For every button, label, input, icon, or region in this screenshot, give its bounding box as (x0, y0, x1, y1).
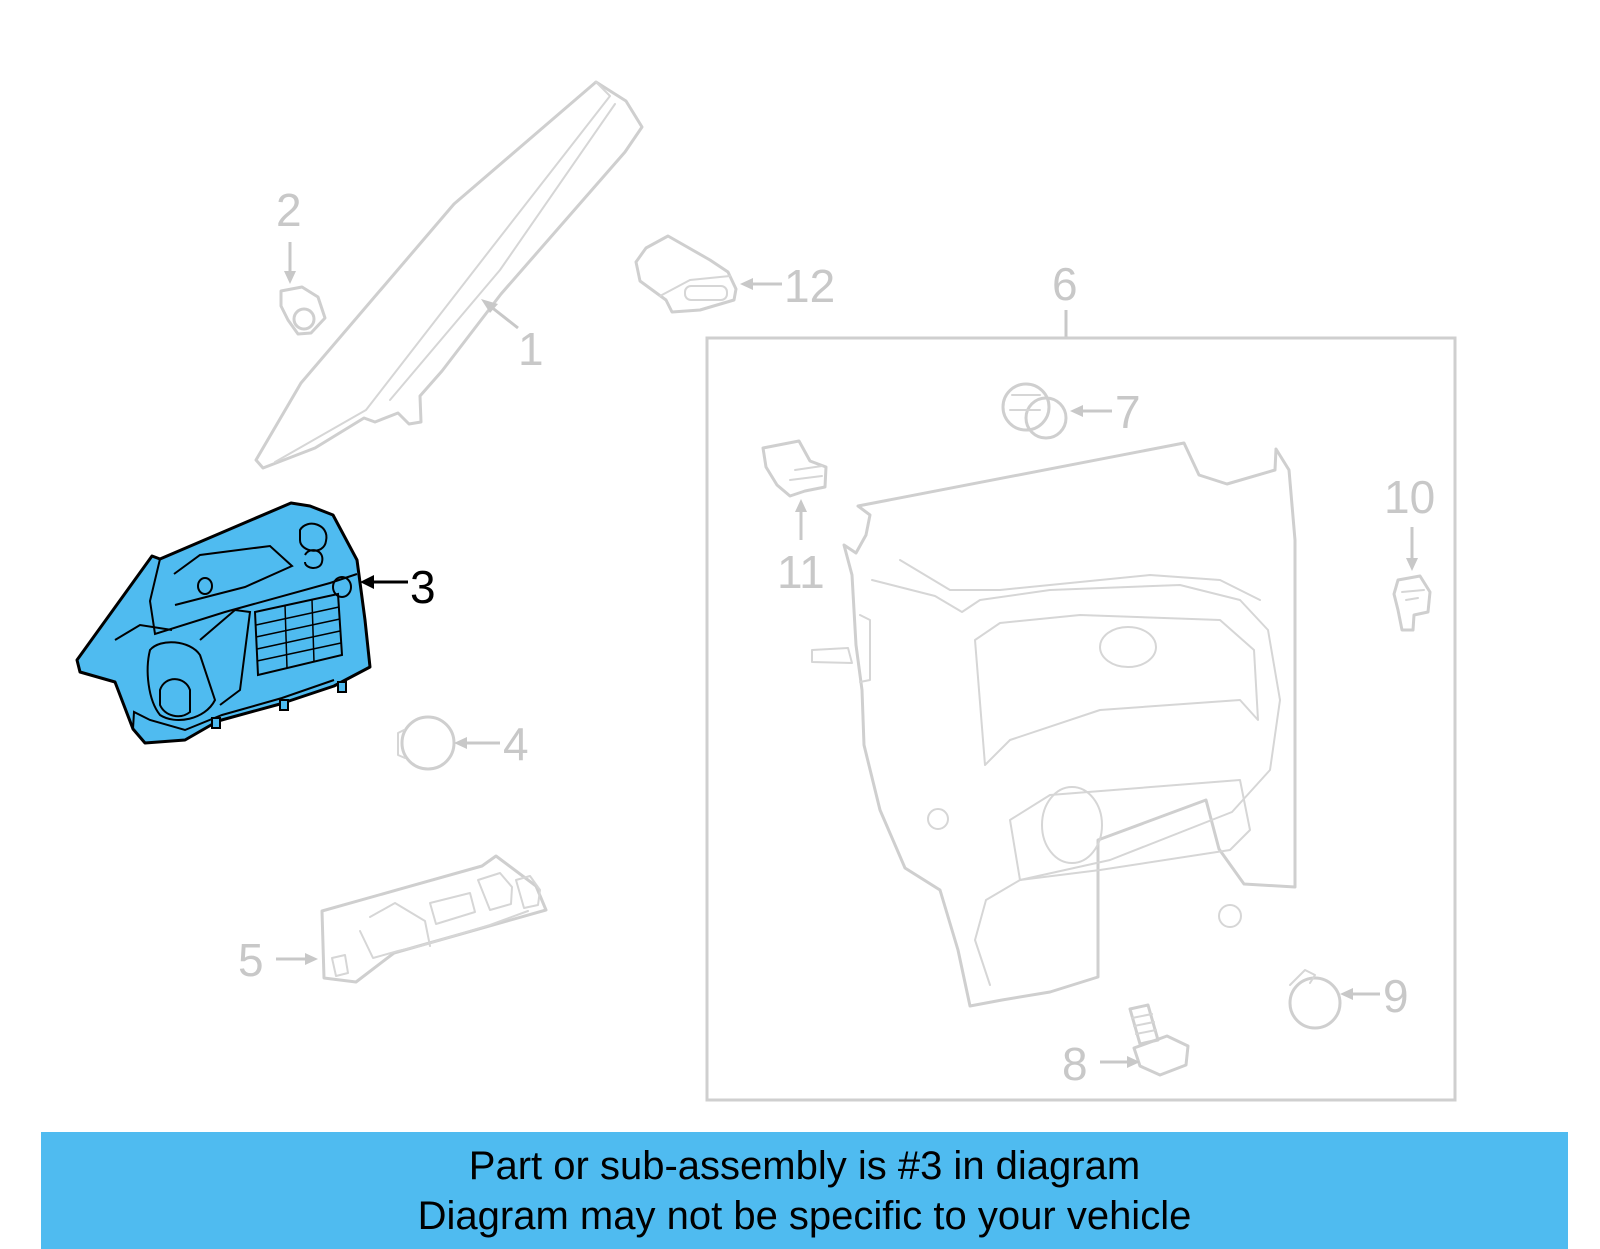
callout-11: 11 (777, 546, 825, 598)
part-6-door-trim-panel (811, 441, 1297, 1008)
callout-5: 5 (238, 934, 264, 986)
part-5-bracket (320, 854, 548, 984)
callout-7: 7 (1115, 386, 1141, 438)
part-4-plug (397, 715, 456, 771)
banner-line-disclaimer: Diagram may not be specific to your vehi… (417, 1193, 1192, 1238)
callout-12: 12 (784, 260, 835, 312)
part-2-clip (279, 285, 327, 336)
callout-8: 8 (1062, 1038, 1088, 1090)
callout-4: 4 (503, 718, 529, 770)
part-9-retainer (1288, 969, 1342, 1030)
part-11-clip (761, 439, 828, 498)
part-7-push-pin (1001, 382, 1068, 440)
part-1-pillar-trim (254, 80, 644, 470)
part-10-clip (1392, 574, 1432, 632)
callout-3: 3 (410, 561, 436, 613)
part-12-connector (634, 234, 738, 314)
part-8-bolt (1128, 1003, 1190, 1077)
callout-2: 2 (276, 184, 302, 236)
callout-9: 9 (1383, 970, 1409, 1022)
assembly-6-box (705, 336, 1457, 1102)
callout-10: 10 (1384, 471, 1435, 523)
callout-1: 1 (518, 323, 544, 375)
banner-line-part-info: Part or sub-assembly is #3 in diagram (468, 1143, 1141, 1188)
info-banner: Part or sub-assembly is #3 in diagram Di… (41, 1132, 1568, 1249)
part-3-trim-panel (75, 501, 372, 745)
callout-6: 6 (1052, 258, 1078, 310)
